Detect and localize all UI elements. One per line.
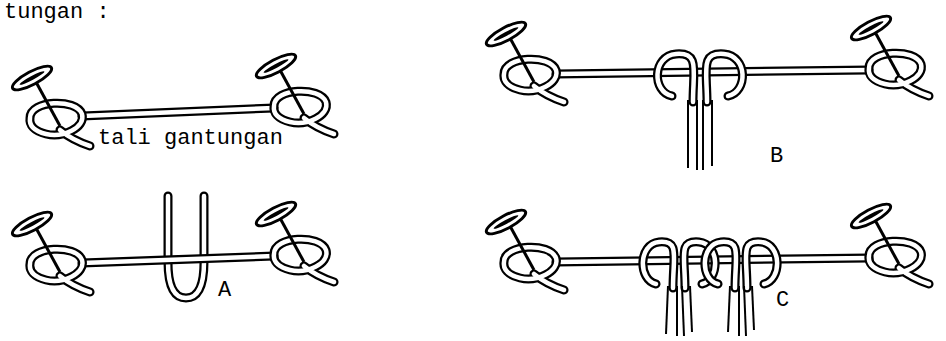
panel-letter: B: [768, 146, 785, 168]
heading-fragment: tungan :: [2, 2, 112, 24]
panel-letter: C: [774, 290, 791, 312]
panel-letter: A: [216, 280, 233, 302]
cord-label: tali gantungan: [96, 128, 285, 150]
